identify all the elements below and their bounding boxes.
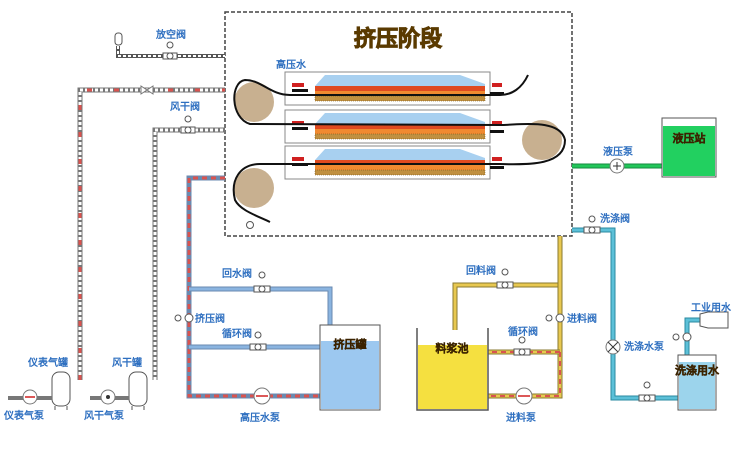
label-squeeze-valve: 挤压阀 (195, 312, 225, 325)
filter-cloth-belt (232, 74, 567, 223)
air-dry-tank (128, 371, 148, 410)
feed-pump[interactable] (515, 387, 533, 405)
roller-top-left (234, 82, 274, 122)
label-slurry-pool: 料浆池 (436, 341, 469, 355)
return-material-valve[interactable] (496, 268, 514, 289)
filter-plate-3 (284, 145, 504, 180)
air-dry-valve[interactable] (180, 115, 196, 134)
label-squeeze-tank: 挤压罐 (334, 337, 367, 351)
feed-valve[interactable] (545, 313, 565, 323)
vent-valve[interactable] (162, 41, 178, 60)
industrial-water-valve[interactable] (672, 332, 692, 342)
label-wash-valve: 洗涤阀 (600, 212, 630, 225)
circulation-valve-water[interactable] (249, 331, 267, 351)
air-dry-pump[interactable] (90, 389, 129, 405)
label-air-dry-tank: 风干罐 (112, 356, 142, 369)
wash-pump[interactable] (605, 339, 621, 355)
label-feed-valve: 进料阀 (567, 312, 597, 325)
label-instrument-air-pump: 仪表气泵 (3, 409, 45, 422)
squeeze-valve[interactable] (174, 313, 194, 323)
label-wash-water: 洗涤用水 (675, 363, 720, 377)
circulation-valve-slurry[interactable] (513, 336, 531, 356)
hydraulic-station (661, 117, 717, 178)
label-return-water-valve: 回水阀 (222, 267, 252, 280)
roller-mid-right (522, 120, 562, 160)
label-circulation-valve-slurry: 循环阀 (508, 325, 538, 338)
filter-plates (284, 71, 504, 180)
instrument-air-line (77, 87, 225, 380)
label-high-pressure-pump: 高压水泵 (240, 411, 281, 424)
squeeze-tank (319, 324, 381, 411)
instrument-air-valve[interactable] (140, 85, 154, 95)
label-air-dry-pump: 风干气泵 (84, 409, 125, 422)
filter-plate-1 (284, 71, 504, 106)
label-vent-valve: 放空阀 (155, 28, 186, 41)
slurry-pool (416, 328, 489, 411)
label-hydraulic-station: 液压站 (673, 131, 706, 145)
label-feed-pump: 进料泵 (506, 411, 537, 424)
stage-title: 挤压阶段 (354, 26, 442, 52)
air-dry-line (152, 127, 225, 380)
small-roller (246, 221, 254, 229)
label-hydraulic-pump: 液压泵 (603, 145, 634, 158)
industrial-water-inlet (699, 311, 729, 329)
hydraulic-pump[interactable] (609, 158, 625, 174)
label-industrial-water: 工业用水 (691, 301, 732, 314)
return-water-valve[interactable] (253, 271, 271, 293)
roller-bottom-left (234, 168, 274, 208)
vent-line (114, 32, 225, 58)
label-circulation-valve-water: 循环阀 (222, 327, 252, 340)
filter-plate-2 (284, 109, 504, 144)
instrument-air-tank (51, 371, 71, 410)
instrument-air-pump[interactable] (8, 389, 52, 405)
high-pressure-pump[interactable] (253, 387, 271, 405)
label-return-material-valve: 回料阀 (466, 264, 496, 277)
label-wash-pump: 洗涤水泵 (624, 340, 665, 353)
wash-valve[interactable] (583, 215, 601, 234)
wash-water-tank (677, 354, 717, 411)
label-instrument-air-tank: 仪表气罐 (27, 356, 68, 369)
label-air-dry-valve: 风干阀 (170, 100, 200, 113)
label-high-pressure-water: 高压水 (276, 58, 307, 71)
wash-inlet-valve[interactable] (638, 381, 656, 402)
